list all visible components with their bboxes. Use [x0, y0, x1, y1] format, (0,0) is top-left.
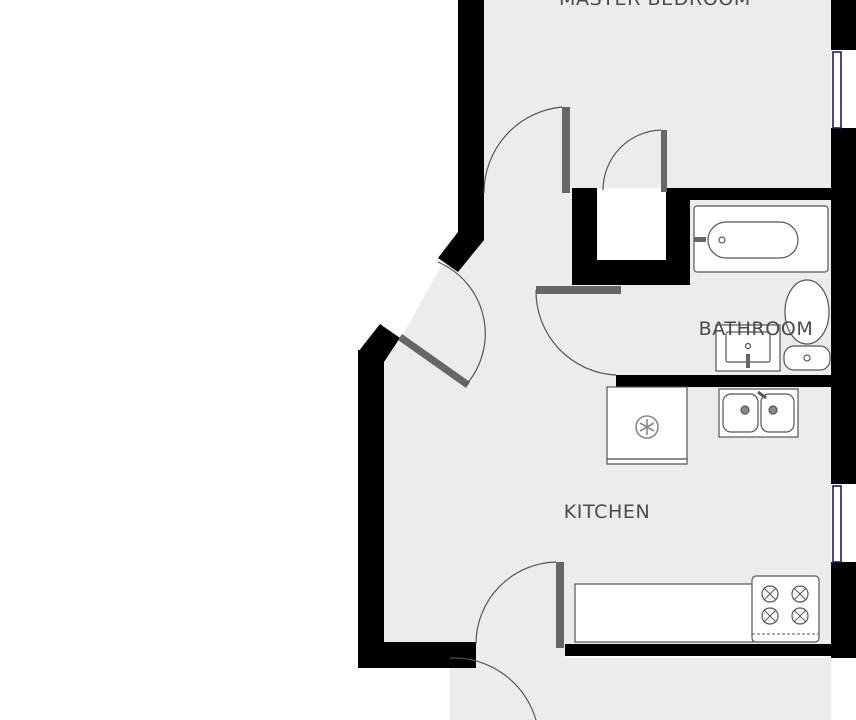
bathroom-fixtures: [693, 205, 831, 372]
doors: [398, 106, 667, 720]
toilet-flush: [803, 354, 811, 362]
bathtub-tap: [694, 237, 706, 242]
wall-bathroom-top: [666, 188, 831, 200]
door-cupboard-swing: [602, 129, 662, 191]
wall-angle-upper: [438, 232, 484, 272]
door-bathroom-swing: [535, 289, 617, 376]
room-label-master-bedroom: MASTER BEDROOM: [559, 0, 751, 10]
door-entrance-leaf: [398, 334, 470, 388]
wall-right-top: [831, 0, 856, 50]
door-kitchen-swing: [475, 561, 557, 645]
window-bedroom: [832, 51, 842, 129]
kitchen-fixtures: [574, 386, 820, 643]
cupboard-inner: [597, 200, 666, 260]
bathtub-drain: [718, 236, 726, 244]
wall-kitchen-bottom: [565, 644, 831, 656]
sink-drain-left: [740, 405, 750, 415]
sink-bowl-left: [722, 393, 759, 433]
corridor-floor: [450, 658, 831, 720]
sink-bowl-right: [760, 393, 795, 433]
toilet-cistern: [783, 345, 831, 371]
walls: [358, 0, 856, 668]
snowflake-glyph: [639, 419, 655, 435]
window-kitchen: [832, 485, 842, 563]
toilet-icon: [784, 279, 830, 345]
door-bathroom-leaf: [536, 286, 621, 294]
door-bedroom-leaf: [562, 107, 570, 193]
wall-bathroom-left: [680, 188, 690, 285]
sink-drain-right: [768, 405, 778, 415]
wall-bottom-step: [400, 656, 422, 668]
room-label-kitchen: KITCHEN: [564, 501, 651, 523]
washbasin-tap: [746, 354, 750, 368]
hob-burners-icon: [751, 575, 820, 643]
worktop: [574, 583, 754, 643]
bathtub-inner: [707, 221, 799, 259]
windows: [832, 51, 842, 563]
wall-kitchen-left: [358, 350, 384, 668]
door-entrance-swing: [437, 261, 486, 386]
door-cupboard-leaf: [661, 130, 667, 192]
master-bedroom-floor: [484, 0, 831, 188]
sink-tap: [757, 390, 767, 400]
door-kitchen-leaf: [556, 562, 564, 648]
room-label-bathroom: BATHROOM: [699, 318, 814, 340]
door-swing: [483, 106, 563, 194]
washbasin-drain: [744, 342, 752, 350]
wall-cupboard: [572, 188, 690, 285]
door-corridor-swing: [449, 657, 537, 720]
wall-bedroom-left: [458, 0, 484, 240]
fridge-door-line: [606, 458, 688, 465]
wall-right-mid2: [831, 562, 856, 658]
wall-right-mid1: [831, 128, 856, 484]
hob-burners: [761, 585, 809, 625]
bathtub-icon: [693, 205, 829, 273]
wall-bathroom-bottom: [616, 375, 831, 387]
